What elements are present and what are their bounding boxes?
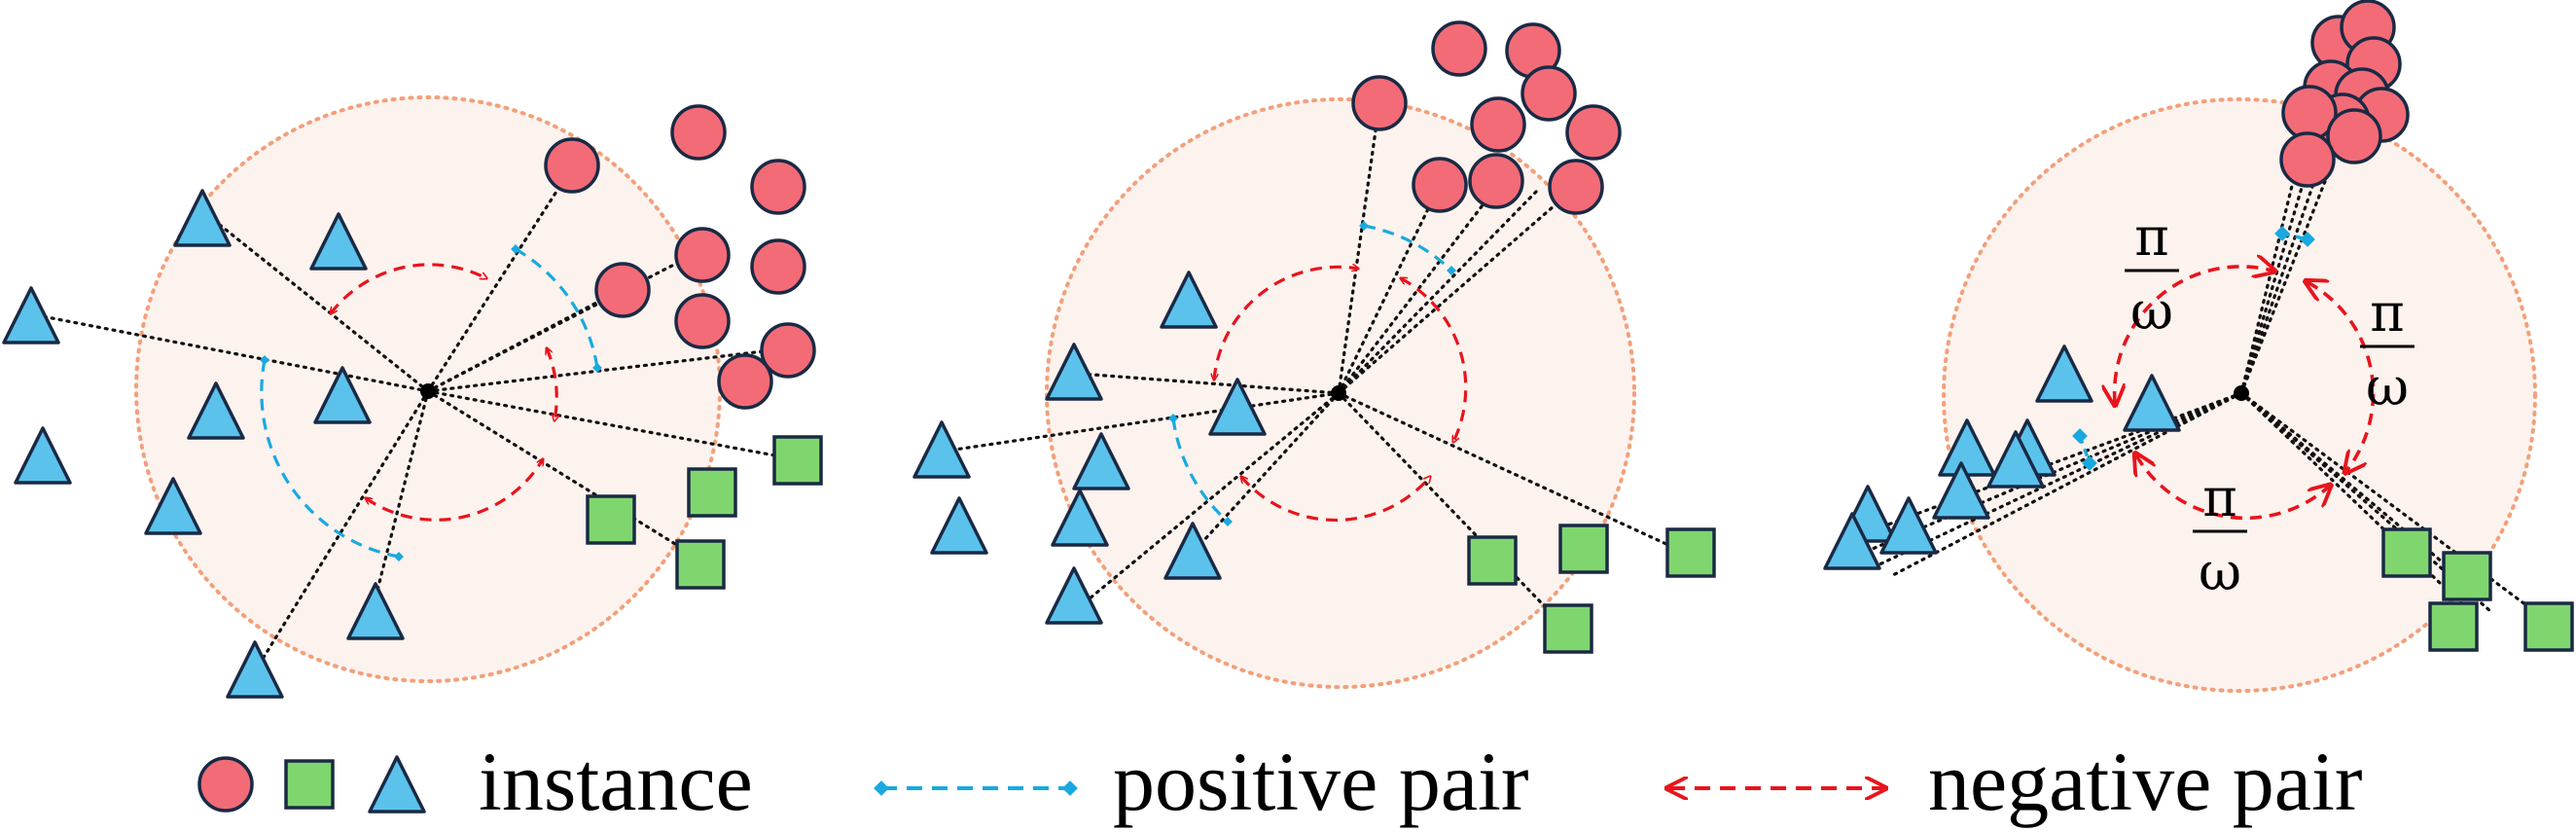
angle-denominator: ω xyxy=(2130,280,2173,342)
circle-instance xyxy=(750,159,806,215)
square-instance xyxy=(2428,601,2479,652)
triangle-instance xyxy=(1823,512,1881,570)
square-instance xyxy=(675,539,726,590)
circle-instance xyxy=(1521,65,1577,122)
angle-denominator: ω xyxy=(2366,356,2409,417)
triangle-instance xyxy=(1072,432,1130,490)
triangle-instance xyxy=(2,286,60,344)
triangle-instance xyxy=(2123,374,2181,432)
circle-instance xyxy=(1351,75,1408,131)
panel-random xyxy=(2,95,823,699)
circle-instance xyxy=(670,104,727,161)
angle-numerator: π xyxy=(2370,282,2405,344)
circle-instance xyxy=(2279,131,2336,188)
circle-instance xyxy=(1431,20,1487,77)
triangle-instance xyxy=(2035,344,2093,403)
square-instance xyxy=(1558,524,1609,574)
circle-instance xyxy=(594,262,651,318)
triangle-instances xyxy=(2,189,405,699)
circle-instance xyxy=(1470,96,1526,153)
triangle-instance xyxy=(173,189,232,247)
angle-denominator: ω xyxy=(2199,541,2241,602)
triangle-instance xyxy=(187,381,245,440)
circle-instance xyxy=(1548,159,1604,215)
triangle-instance xyxy=(1160,271,1218,329)
triangle-instance xyxy=(1045,343,1103,401)
positive-pair-arcs xyxy=(1168,221,1456,526)
legend-negative: negative pair xyxy=(1669,735,2363,828)
origin-point xyxy=(1331,385,1346,401)
triangle-instance xyxy=(1879,496,1938,555)
circle-instance xyxy=(717,353,773,410)
circle-instance xyxy=(2326,108,2382,164)
circle-instances xyxy=(1351,20,1622,215)
square-instance xyxy=(1665,527,1716,578)
square-instance xyxy=(1467,535,1518,586)
triangle-instance xyxy=(226,640,284,699)
square-instance xyxy=(2442,551,2492,601)
circle-instance xyxy=(674,227,731,283)
triangle-instance xyxy=(309,212,368,271)
legend-instance: instance xyxy=(197,735,753,828)
panel-uniform: π ω π ω π ω xyxy=(1823,0,2574,693)
circle-instances xyxy=(544,104,816,410)
triangle-instance xyxy=(313,366,372,424)
legend-positive-label: positive pair xyxy=(1113,735,1529,828)
positive-pair-arcs xyxy=(2072,226,2315,471)
legend-positive: positive pair xyxy=(874,735,1529,828)
negative-pair-arcs xyxy=(1214,267,1468,523)
circle-instance xyxy=(750,238,806,295)
angle-numerator: π xyxy=(2202,467,2237,528)
triangle-instance xyxy=(346,582,405,640)
square-instance xyxy=(2523,601,2574,652)
circle-instance xyxy=(674,293,731,349)
legend-triangle-icon xyxy=(368,755,426,814)
negative-pair-arcs xyxy=(2115,267,2376,521)
triangle-instance xyxy=(14,426,72,485)
circle-instance xyxy=(760,322,816,379)
circle-instances xyxy=(2279,0,2410,188)
legend-instance-label: instance xyxy=(479,735,753,828)
square-instance xyxy=(772,435,823,486)
angle-label-bottom: π ω xyxy=(2193,467,2247,602)
legend-square-icon xyxy=(284,759,335,810)
square-instances xyxy=(1467,524,1716,654)
legend-circle-icon xyxy=(197,756,254,813)
square-instances xyxy=(2381,527,2574,652)
panel-contrastive xyxy=(912,20,1716,689)
circle-instance xyxy=(1565,104,1622,161)
legend-negative-label: negative pair xyxy=(1928,735,2363,828)
triangle-instance xyxy=(1932,461,1990,520)
triangle-instances xyxy=(912,271,1267,625)
circle-instance xyxy=(544,137,600,194)
triangle-instance xyxy=(1051,489,1109,547)
triangle-instance xyxy=(1163,522,1222,580)
triangle-instances xyxy=(1823,344,2181,570)
square-instance xyxy=(2381,527,2432,578)
triangle-instance xyxy=(930,496,988,555)
angle-label-top-left: π ω xyxy=(2125,206,2179,342)
triangle-instance xyxy=(144,477,202,535)
triangle-instance xyxy=(1986,430,2045,489)
triangle-instance xyxy=(1045,566,1103,625)
angle-numerator: π xyxy=(2134,206,2169,268)
square-instance xyxy=(586,494,636,545)
legend: instance positive pair negative pair xyxy=(197,735,2363,828)
circle-instance xyxy=(1412,157,1468,213)
origin-point xyxy=(420,383,436,399)
circle-instance xyxy=(1468,153,1524,209)
square-instances xyxy=(586,435,823,590)
angle-label-right: π ω xyxy=(2360,282,2415,417)
origin-point xyxy=(2234,385,2249,401)
triangle-instance xyxy=(912,420,971,479)
square-instance xyxy=(687,467,737,518)
triangle-instance xyxy=(1208,378,1267,436)
square-instance xyxy=(1543,603,1593,654)
negative-pair-arcs xyxy=(331,263,556,522)
